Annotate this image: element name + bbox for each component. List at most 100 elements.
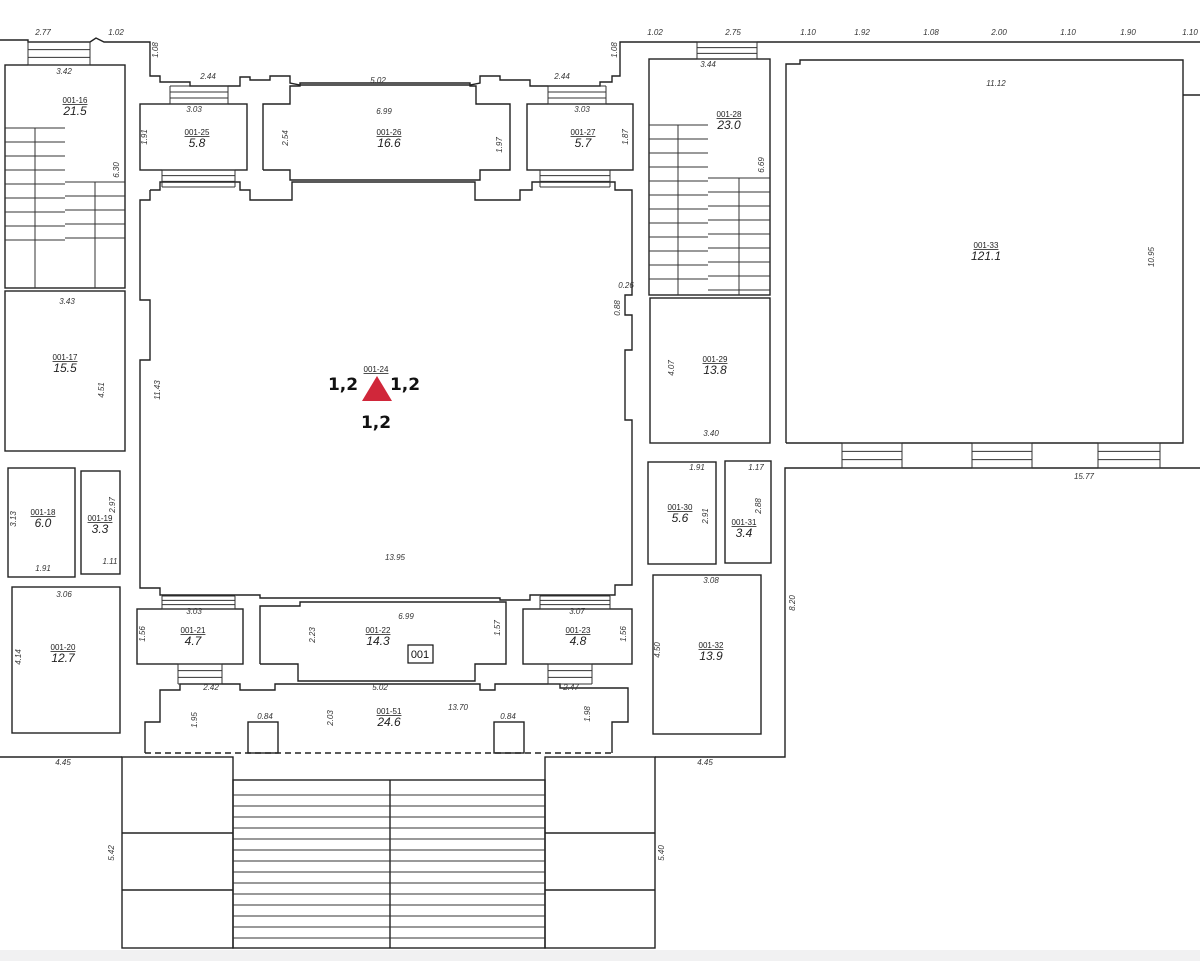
room-id: 001-27 — [571, 128, 596, 137]
dimension-label: 4.14 — [14, 649, 23, 665]
dimension-label: 1.87 — [621, 129, 630, 145]
room-area: 23.0 — [716, 118, 741, 132]
dimension-label: 2.44 — [199, 72, 216, 81]
dimension-label: 1.91 — [35, 564, 51, 573]
dimension-label: 1.90 — [1120, 28, 1136, 37]
room-area: 3.4 — [736, 526, 753, 540]
dimension-label: 1.10 — [1060, 28, 1076, 37]
room-id: 001-18 — [31, 508, 56, 517]
room-label: 001-234.8 — [566, 626, 591, 648]
room-id: 001-30 — [668, 503, 693, 512]
dimension-label: 1.56 — [138, 626, 147, 642]
dimension-label: 4.51 — [97, 382, 106, 398]
dimension-label: 2.77 — [34, 28, 51, 37]
room-label: 001-275.7 — [571, 128, 596, 150]
room-area: 13.9 — [699, 649, 723, 663]
dimension-label: 0.88 — [613, 300, 622, 316]
room-id: 001-19 — [88, 514, 113, 523]
marker-triangle-icon — [362, 376, 392, 401]
room-id: 001-25 — [185, 128, 210, 137]
dimension-label: 8.20 — [788, 595, 797, 611]
dimension-label: 6.30 — [112, 162, 121, 178]
dimension-label: 13.70 — [448, 703, 469, 712]
room-area: 21.5 — [62, 104, 87, 118]
location-marker: 1,2 1,2 1,2 — [328, 375, 420, 433]
room-area: 5.8 — [189, 136, 206, 150]
dimension-label: 11.43 — [153, 380, 162, 400]
dimension-label: 11.12 — [986, 79, 1006, 88]
room-id: 001-26 — [377, 128, 402, 137]
dimension-label: 5.40 — [657, 845, 666, 861]
dimension-label: 1.57 — [493, 620, 502, 636]
dimension-label: 6.69 — [757, 157, 766, 173]
marker-label-below: 1,2 — [361, 413, 391, 433]
room-area: 4.7 — [185, 634, 203, 648]
dimension-label: 6.99 — [376, 107, 392, 116]
room-area: 5.7 — [575, 136, 593, 150]
dimension-label: 2.42 — [202, 683, 219, 692]
room-id: 001-51 — [377, 707, 402, 716]
dimension-label: 6.99 — [398, 612, 414, 621]
dimension-label: 13.95 — [385, 553, 406, 562]
dimension-label: 4.50 — [653, 642, 662, 658]
dimension-label: 1.08 — [610, 42, 619, 58]
room-id: 001-17 — [53, 353, 78, 362]
room-area: 15.5 — [53, 361, 77, 375]
dimension-label: 1.95 — [190, 712, 199, 728]
footer-bar — [0, 950, 1200, 961]
room-area: 24.6 — [376, 715, 401, 729]
room-area: 5.6 — [672, 511, 689, 525]
dimension-label: 1.11 — [103, 557, 118, 566]
dimension-label: 10.95 — [1147, 246, 1156, 267]
dimension-label: 0.84 — [257, 712, 273, 721]
room-id: 001-24 — [364, 365, 389, 374]
dimension-label: 3.07 — [569, 607, 585, 616]
room-area: 3.3 — [92, 522, 109, 536]
dimension-label: 1.97 — [495, 137, 504, 153]
dimension-label: 2.97 — [108, 497, 117, 514]
stair-treads — [5, 41, 1161, 939]
dimension-label: 3.44 — [700, 60, 716, 69]
room-id: 001-22 — [366, 626, 391, 635]
room-area: 13.8 — [703, 363, 727, 377]
dimension-label: 1.10 — [1182, 28, 1198, 37]
dimension-label: 2.23 — [308, 627, 317, 644]
dimension-label: 1.91 — [689, 463, 705, 472]
room-id: 001-33 — [974, 241, 999, 250]
dimension-label: 3.43 — [59, 297, 75, 306]
dimension-label: 4.07 — [667, 360, 676, 376]
dimension-label: 2.88 — [754, 498, 763, 515]
room-label: 001-313.4 — [732, 518, 757, 540]
marker-label-left: 1,2 — [328, 375, 358, 395]
dimension-label: 2.03 — [326, 710, 335, 727]
room-label: 001-305.6 — [668, 503, 693, 525]
dimension-label: 0.26 — [618, 281, 634, 290]
room-id: 001-31 — [732, 518, 757, 527]
dimension-label: 2.47 — [562, 683, 579, 692]
dimension-label: 5.42 — [107, 845, 116, 861]
room-id: 001-28 — [717, 110, 742, 119]
marker-label-right: 1,2 — [390, 375, 420, 395]
dimension-label: 15.77 — [1074, 472, 1095, 481]
dimension-label: 0.84 — [500, 712, 516, 721]
dimension-label: 3.40 — [703, 429, 719, 438]
dimension-label: 1.98 — [583, 706, 592, 722]
dimension-label: 1.08 — [923, 28, 939, 37]
dimension-label: 4.45 — [55, 758, 71, 767]
room-label: 001-255.8 — [185, 128, 210, 150]
room-id: 001-32 — [699, 641, 724, 650]
dimension-label: 3.08 — [703, 576, 719, 585]
room-area: 14.3 — [366, 634, 390, 648]
dimension-label: 1.02 — [647, 28, 663, 37]
